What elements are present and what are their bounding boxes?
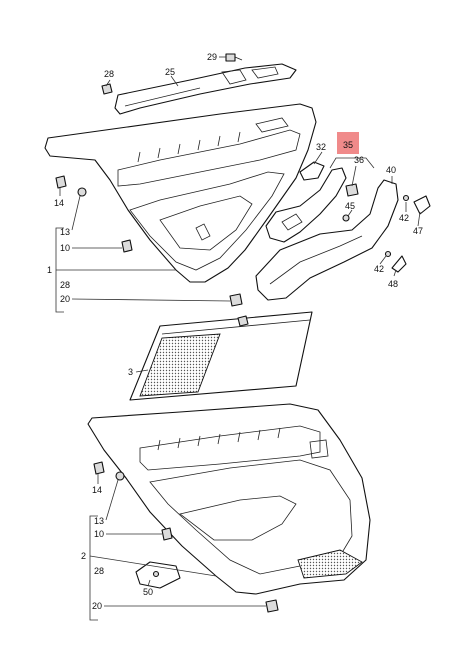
label-3[interactable]: 3 <box>128 367 133 377</box>
label-14-lower[interactable]: 14 <box>92 485 102 495</box>
clip-10-lower[interactable] <box>161 527 173 541</box>
sheet-3[interactable] <box>129 311 313 401</box>
callout-labels: 29 28 25 32 35 36 40 45 42 47 14 13 10 1… <box>47 52 423 611</box>
label-36[interactable]: 36 <box>354 155 364 165</box>
label-25[interactable]: 25 <box>165 67 175 77</box>
label-13-lower[interactable]: 13 <box>94 516 104 526</box>
label-35[interactable]: 35 <box>343 140 353 150</box>
armrest-upper[interactable] <box>255 179 399 301</box>
label-29[interactable]: 29 <box>207 52 217 62</box>
label-42-upper[interactable]: 42 <box>399 213 409 223</box>
clip-10-upper[interactable] <box>121 239 133 253</box>
highlight-35 <box>337 132 359 154</box>
door-panel-2[interactable] <box>87 403 371 595</box>
label-50[interactable]: 50 <box>143 587 153 597</box>
clip-48[interactable] <box>391 255 407 273</box>
clip-13-lower[interactable] <box>115 471 125 481</box>
door-panel-1[interactable] <box>44 103 317 283</box>
label-2[interactable]: 2 <box>81 551 86 561</box>
bracket-35[interactable] <box>265 167 347 243</box>
label-47[interactable]: 47 <box>413 226 423 236</box>
label-28-lower[interactable]: 28 <box>94 566 104 576</box>
clip-13-upper[interactable] <box>77 187 87 197</box>
screw-42-mid[interactable] <box>384 250 392 258</box>
clip-20-lower[interactable] <box>265 599 279 613</box>
label-1[interactable]: 1 <box>47 265 52 275</box>
label-42-mid[interactable]: 42 <box>374 264 384 274</box>
clip-47[interactable] <box>413 195 431 215</box>
screw-42-upper[interactable] <box>402 194 410 202</box>
label-10-lower[interactable]: 10 <box>94 529 104 539</box>
part-32[interactable] <box>299 161 325 181</box>
clip-20-upper[interactable] <box>229 293 243 307</box>
label-40[interactable]: 40 <box>386 165 396 175</box>
label-13-upper[interactable]: 13 <box>60 227 70 237</box>
clip-28-top[interactable] <box>101 83 113 95</box>
label-20-upper[interactable]: 20 <box>60 294 70 304</box>
clip-14-lower[interactable] <box>93 461 105 475</box>
label-20-lower[interactable]: 20 <box>92 601 102 611</box>
screw-29[interactable] <box>225 53 243 62</box>
label-28-mid[interactable]: 28 <box>60 280 70 290</box>
screw-45[interactable] <box>342 214 350 222</box>
label-45[interactable]: 45 <box>345 201 355 211</box>
label-10-upper[interactable]: 10 <box>60 243 70 253</box>
trim-strip-25[interactable] <box>114 63 297 115</box>
leader-lines <box>55 56 421 621</box>
label-14-upper[interactable]: 14 <box>54 198 64 208</box>
part-50[interactable] <box>135 561 181 589</box>
label-28-top[interactable]: 28 <box>104 69 114 79</box>
label-32[interactable]: 32 <box>316 142 326 152</box>
clip-14-upper[interactable] <box>55 175 67 189</box>
label-48[interactable]: 48 <box>388 279 398 289</box>
